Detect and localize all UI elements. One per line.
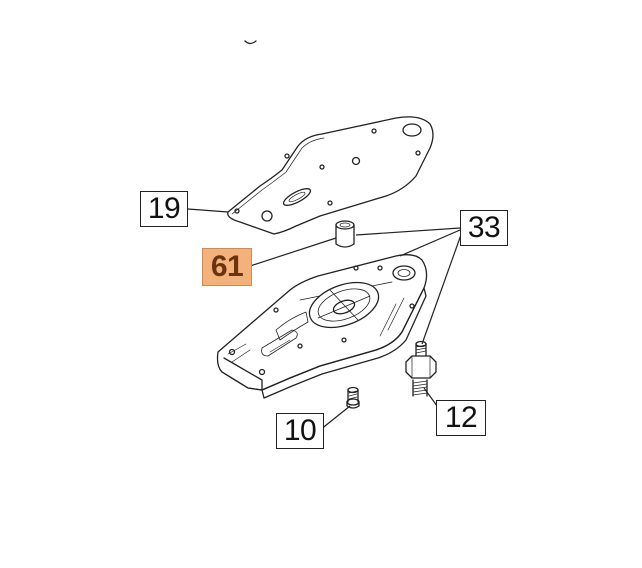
leader-line-33-bushing	[355, 227, 461, 236]
callout-33: 33	[460, 210, 508, 246]
callout-61: 61	[202, 248, 252, 286]
callout-10: 10	[276, 413, 324, 449]
leader-line-10	[319, 405, 351, 431]
bushing-part	[335, 220, 355, 248]
callout-19: 19	[140, 191, 188, 227]
top-fragment	[244, 40, 257, 45]
leader-line-33-bolt	[421, 231, 463, 345]
leader-line-61	[243, 237, 337, 269]
leader-line-33-plate	[399, 229, 461, 257]
stud-bolt-part	[405, 340, 437, 397]
gasket-part	[227, 116, 434, 235]
callout-12: 12	[436, 400, 486, 436]
base-plate-part	[216, 254, 428, 399]
leader-line-19	[187, 208, 229, 213]
screw-part	[346, 386, 360, 409]
